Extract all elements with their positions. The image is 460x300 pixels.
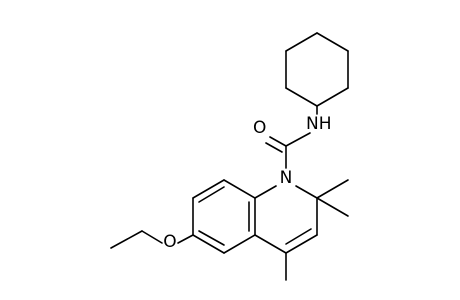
carbonyl-oxygen-label: O	[253, 118, 266, 138]
bond	[269, 136, 287, 147]
dihydropyridine-ring	[254, 185, 318, 254]
bond	[295, 185, 318, 199]
amide-group	[265, 105, 318, 169]
bond	[316, 179, 349, 199]
bond	[285, 234, 318, 254]
bond	[316, 197, 349, 217]
benzene-ring	[192, 179, 256, 254]
ether-oxygen-label: O	[163, 232, 176, 252]
methyl-groups	[285, 179, 349, 281]
bond	[254, 234, 287, 254]
bond	[285, 228, 312, 245]
bond	[198, 186, 225, 203]
bond	[177, 234, 194, 244]
ethoxy-group	[110, 230, 194, 249]
ring-nitrogen-label: N	[280, 168, 293, 188]
cyclohexyl-ring	[285, 32, 349, 107]
bond	[316, 32, 349, 52]
bond	[198, 230, 225, 246]
bond	[265, 142, 283, 153]
bond	[285, 87, 318, 107]
bond	[141, 230, 163, 244]
bond	[192, 179, 225, 199]
bond	[223, 179, 256, 199]
bond	[285, 132, 311, 147]
bond	[192, 234, 225, 254]
amide-nitrogen-label: NH	[306, 114, 332, 134]
bond	[254, 185, 277, 199]
bond	[223, 234, 256, 254]
bond	[316, 87, 349, 107]
bond	[285, 32, 318, 52]
bond	[110, 230, 143, 249]
